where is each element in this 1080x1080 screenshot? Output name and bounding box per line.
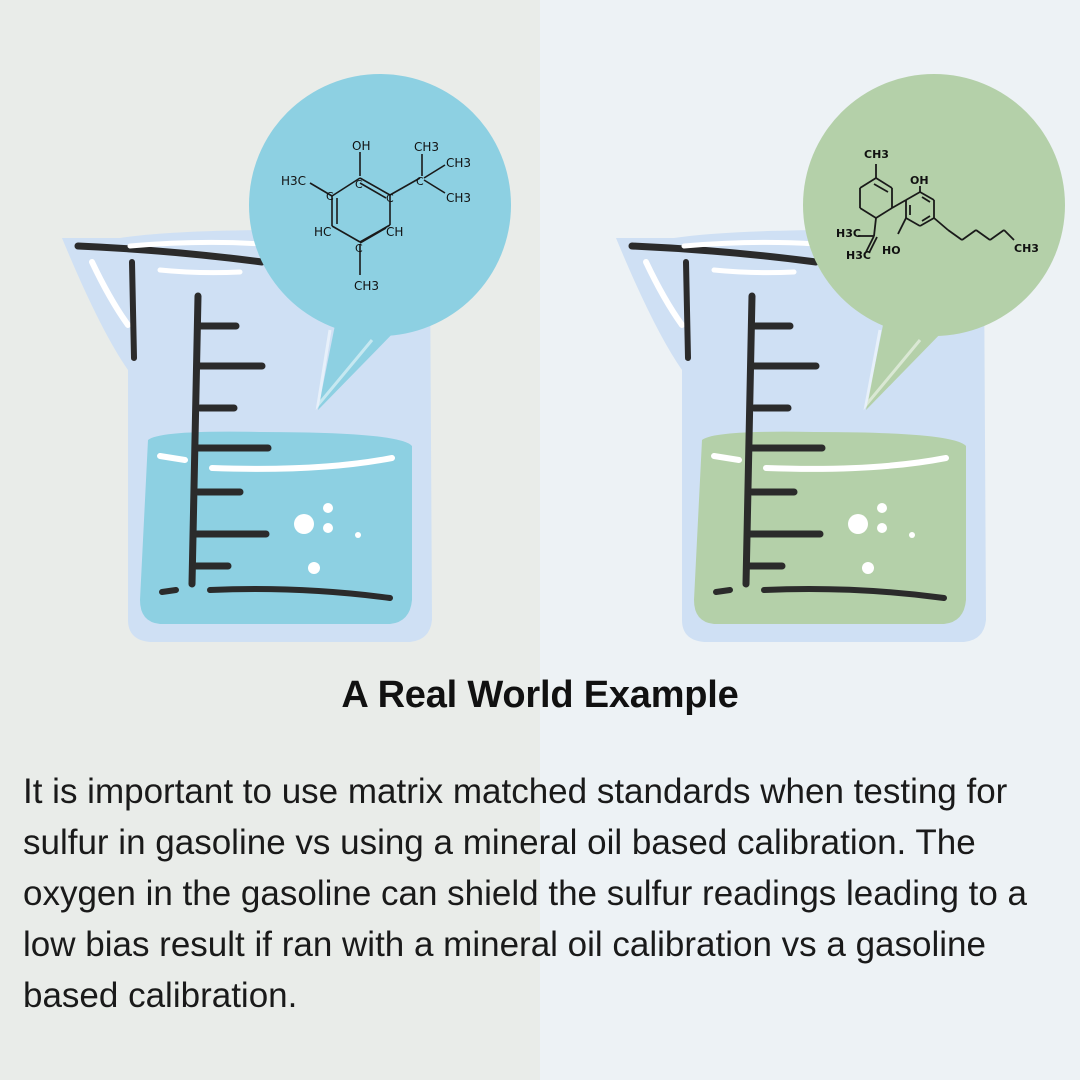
svg-text:CH3: CH3 bbox=[354, 279, 379, 293]
svg-text:C: C bbox=[416, 175, 424, 188]
svg-text:CH: CH bbox=[386, 225, 403, 239]
right-liquid bbox=[694, 431, 966, 624]
right-molecule-labels: CH3 OH H3C H3C HO CH3 bbox=[836, 148, 1039, 262]
svg-text:H3C: H3C bbox=[836, 227, 861, 240]
svg-text:HC: HC bbox=[314, 225, 331, 239]
left-liquid bbox=[140, 431, 412, 624]
svg-text:C: C bbox=[386, 192, 394, 205]
left-molecule-labels: OH CH3 CH3 H3C C C C C HC CH C CH3 CH3 bbox=[281, 139, 471, 293]
svg-text:CH3: CH3 bbox=[446, 156, 471, 170]
svg-text:C: C bbox=[355, 178, 363, 191]
left-beaker bbox=[62, 74, 511, 642]
right-molecule-diagram bbox=[858, 164, 1015, 254]
svg-text:OH: OH bbox=[910, 174, 929, 187]
svg-text:H3C: H3C bbox=[281, 174, 306, 188]
page-title: A Real World Example bbox=[341, 674, 739, 716]
svg-text:OH: OH bbox=[352, 139, 370, 153]
left-molecule-bubble bbox=[249, 74, 511, 336]
svg-text:H3C: H3C bbox=[846, 249, 871, 262]
right-beaker bbox=[616, 74, 1065, 642]
svg-text:CH3: CH3 bbox=[446, 191, 471, 205]
svg-text:CH3: CH3 bbox=[414, 140, 439, 154]
body-paragraph: It is important to use matrix matched st… bbox=[23, 772, 1028, 1015]
svg-text:HO: HO bbox=[882, 244, 901, 257]
svg-text:CH3: CH3 bbox=[864, 148, 889, 161]
left-molecule-diagram bbox=[309, 152, 446, 275]
svg-text:CH3: CH3 bbox=[1014, 242, 1039, 255]
svg-text:C: C bbox=[326, 190, 334, 203]
beaker-illustration: OH CH3 CH3 H3C C C C C HC CH C CH3 CH3 bbox=[62, 74, 1065, 642]
svg-text:C: C bbox=[355, 242, 363, 255]
